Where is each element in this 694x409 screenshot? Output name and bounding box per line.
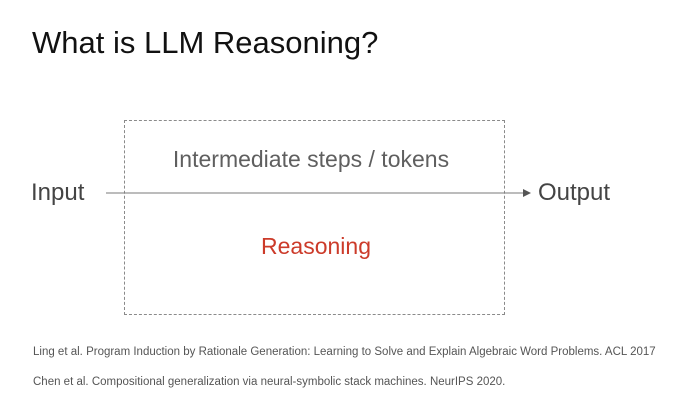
reference-2: Chen et al. Compositional generalization… [33,376,506,388]
reference-1: Ling et al. Program Induction by Rationa… [33,346,656,358]
arrow-head-icon [523,189,531,197]
slide-title: What is LLM Reasoning? [32,25,379,60]
input-label: Input [31,179,85,206]
reasoning-box [124,120,505,315]
intermediate-steps-label: Intermediate steps / tokens [172,146,450,172]
reasoning-label: Reasoning [261,233,371,259]
output-label: Output [538,179,611,206]
